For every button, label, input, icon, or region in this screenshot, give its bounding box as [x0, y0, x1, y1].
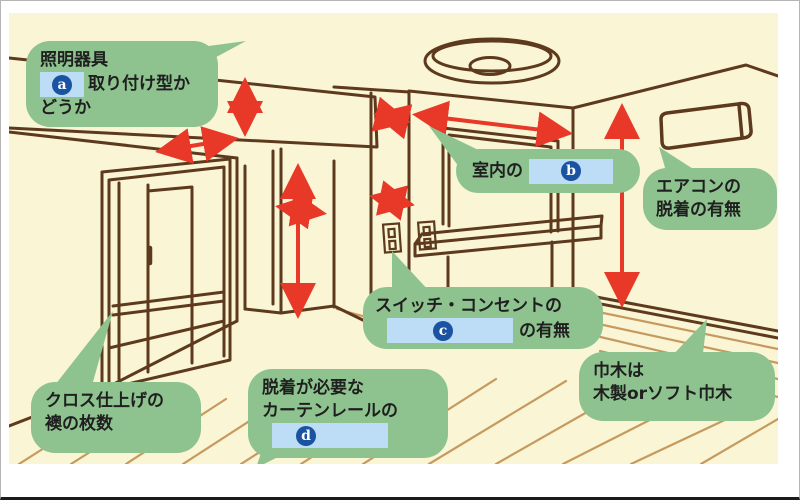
ceiling-light-icon: [423, 37, 561, 85]
outlet-icon: [381, 222, 403, 254]
callout-lighting-line2: 取り付け型か: [88, 74, 190, 94]
callout-switch-line2: の有無: [519, 320, 570, 341]
badge-a: a: [52, 74, 72, 95]
callout-lighting-line3: どうか: [40, 98, 91, 118]
callout-baseboard-line2: 木製orソフト巾木: [593, 384, 733, 404]
callout-baseboard: 巾木は 木製orソフト巾木: [579, 352, 775, 421]
air-conditioner-icon: [659, 101, 753, 150]
baseboard-lines: [573, 291, 778, 340]
callout-fusuma-line2: 襖の枚数: [45, 414, 113, 434]
badge-box-a: a: [40, 72, 84, 97]
callout-lighting-line1: 照明器具: [40, 50, 108, 70]
callout-switch: スイッチ・コンセントの c の有無: [363, 287, 603, 349]
counter-icon: [413, 214, 604, 258]
badge-box-c: c: [387, 318, 513, 343]
callout-aircon-line1: エアコンの: [656, 177, 741, 197]
callout-switch-line1: スイッチ・コンセントの: [375, 296, 562, 316]
callout-interior-line1: 室内の: [472, 160, 523, 181]
outlet-icon: [416, 220, 438, 251]
callout-curtain: 脱着が必要な カーテンレールの d: [248, 369, 448, 458]
outlet-icons: [381, 220, 438, 254]
callout-fusuma: クロス仕上げの 襖の枚数: [31, 382, 201, 453]
badge-box-b: b: [529, 158, 613, 184]
callout-baseboard-line1: 巾木は: [593, 361, 644, 381]
badge-c: c: [433, 320, 453, 341]
callout-aircon-line2: 脱着の有無: [656, 200, 741, 220]
badge-b: b: [561, 161, 581, 181]
measure-arrows: [155, 77, 640, 319]
callout-aircon: エアコンの 脱着の有無: [643, 168, 777, 230]
callout-fusuma-line1: クロス仕上げの: [45, 391, 164, 411]
callout-interior: 室内の b: [456, 149, 640, 193]
callout-curtain-line1: 脱着が必要な: [262, 378, 364, 398]
badge-box-d: d: [272, 423, 388, 448]
badge-d: d: [296, 425, 316, 446]
callout-curtain-line2: カーテンレールの: [262, 401, 398, 421]
callout-lighting: 照明器具 a 取り付け型か どうか: [26, 41, 218, 127]
